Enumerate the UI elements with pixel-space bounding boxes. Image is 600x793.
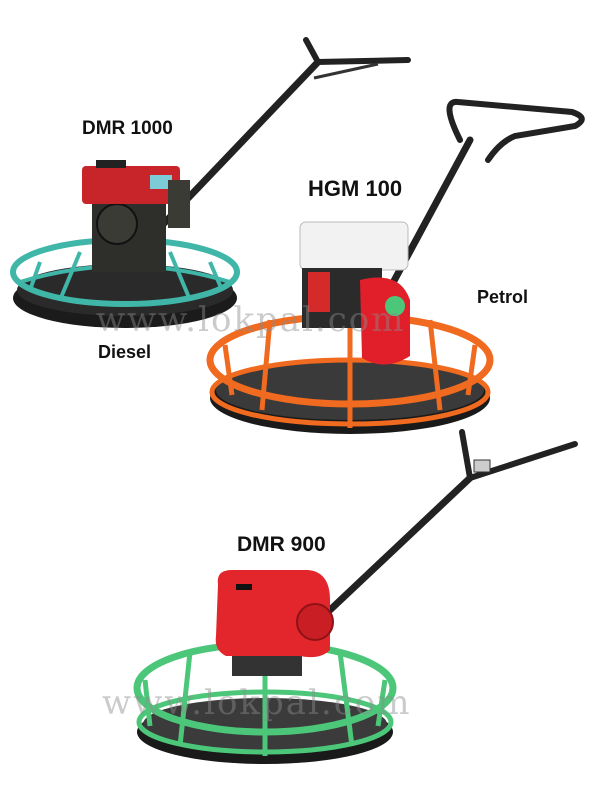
watermark-bottom: www.lokpal.com <box>102 683 412 723</box>
hgm100-engine-cover <box>299 221 409 271</box>
dmr1000-fuel-label: Diesel <box>98 342 152 362</box>
watermark-top: www.lokpal.com <box>96 300 406 340</box>
dmr900-motor-housing <box>215 570 330 658</box>
dmr900-machine <box>133 429 578 764</box>
dmr1000-handle-grip <box>303 37 411 66</box>
dmr900-handle <box>326 474 474 614</box>
hgm100-model-label: HGM 100 <box>308 176 403 201</box>
dmr1000-machine <box>10 37 411 328</box>
hgm100-machine <box>206 98 585 434</box>
hgm100-fuel-label: Petrol <box>477 287 529 307</box>
hgm100-handle-loop <box>446 98 585 163</box>
dmr1000-model-label: DMR 1000 <box>82 118 173 139</box>
dmr900-model-label: DMR 900 <box>237 533 326 556</box>
